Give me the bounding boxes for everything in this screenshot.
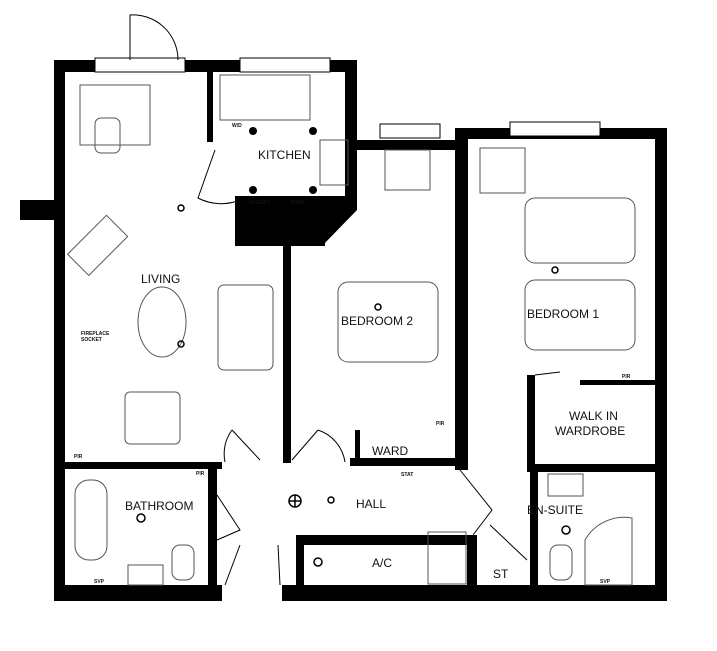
room-label-st: ST (493, 567, 509, 581)
room-label-en-suite: EN-SUITE (527, 503, 583, 517)
room-label-ward: WARD (372, 444, 409, 458)
fireplace-socket-label-2: SOCKET (81, 337, 102, 343)
pir-label-hall: PIR (196, 471, 205, 477)
ceiling-light-icons (136, 204, 571, 567)
room-label-kitchen: KITCHEN (258, 148, 311, 162)
pir-label-bedroom-1: PIR (622, 374, 631, 380)
room-label-hall: HALL (356, 497, 386, 511)
kitchen-spotlight-icons (249, 127, 317, 194)
doors[interactable] (129, 14, 561, 586)
room-label-bedroom-1: BEDROOM 1 (527, 307, 599, 321)
svp-label-en-suite: SVP (600, 579, 611, 585)
stat-label: STAT (401, 472, 413, 478)
room-label-bathroom: BATHROOM (125, 499, 193, 513)
windows (94, 57, 601, 139)
room-label-living: LIVING (141, 272, 180, 286)
room-label-ac: A/C (372, 556, 392, 570)
fridge-freezer-label: FRG/FRZ (249, 200, 271, 206)
pir-label-living: PIR (74, 454, 83, 460)
wd-label: W/D (232, 123, 242, 129)
svp-label-bathroom: SVP (94, 579, 105, 585)
room-label-walk-in-wardrobe-2: WARDROBE (555, 424, 625, 438)
pir-label-bedroom-2: PIR (436, 421, 445, 427)
fireplace-socket-label-1: FIREPLACE (81, 331, 110, 337)
walls (20, 60, 667, 601)
room-label-walk-in-wardrobe-1: WALK IN (569, 409, 618, 423)
furniture (66, 74, 636, 586)
room-label-bedroom-2: BEDROOM 2 (341, 314, 413, 328)
oven-label: OVEN (290, 200, 305, 206)
